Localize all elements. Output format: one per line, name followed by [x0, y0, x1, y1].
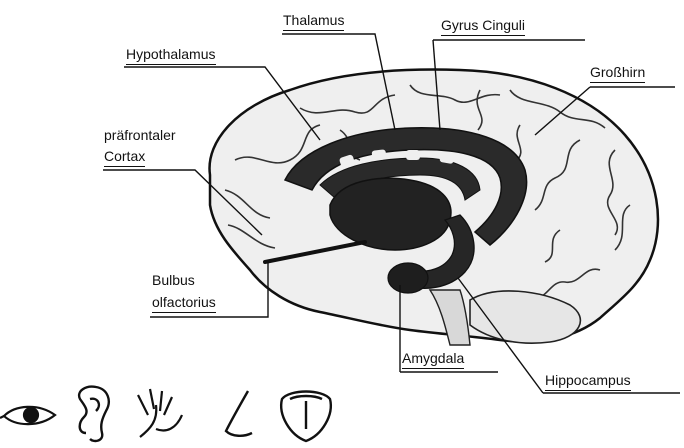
- label-hypothalamus: Hypothalamus: [126, 46, 216, 65]
- label-cortax: Cortax: [104, 148, 145, 167]
- amygdala-body: [388, 263, 428, 293]
- label-olfactorius: olfactorius: [152, 294, 216, 313]
- label-praefrontaler: präfrontaler: [104, 127, 176, 144]
- label-hippocampus: Hippocampus: [545, 372, 631, 391]
- hand-icon: [138, 389, 182, 437]
- label-grosshirn: Großhirn: [590, 64, 645, 83]
- label-amygdala: Amygdala: [402, 350, 464, 369]
- ear-icon: [79, 387, 109, 441]
- label-thalamus: Thalamus: [283, 12, 344, 31]
- label-gyrus-cinguli: Gyrus Cinguli: [441, 17, 525, 36]
- tongue-icon: [281, 392, 331, 442]
- sense-icons-row: [0, 385, 360, 445]
- eye-icon: [0, 407, 55, 424]
- label-bulbus: Bulbus: [152, 272, 195, 289]
- nose-icon: [226, 391, 252, 436]
